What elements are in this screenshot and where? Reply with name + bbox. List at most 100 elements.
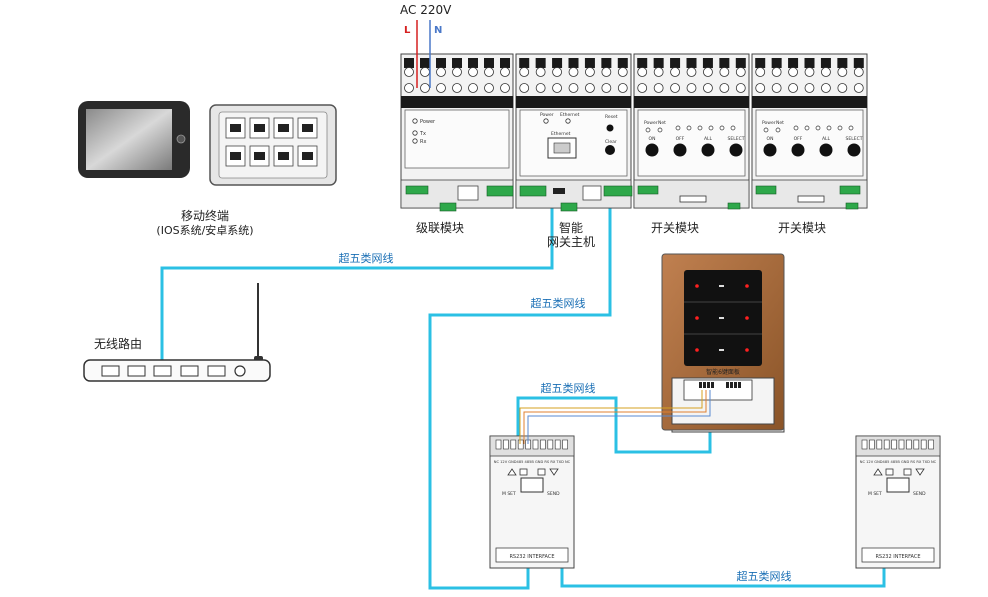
terminal-screw — [735, 83, 746, 93]
terminal-block — [617, 58, 628, 68]
rs232-interface-left — [489, 435, 575, 569]
panel-key-leds — [695, 284, 749, 352]
interface-pin — [920, 439, 927, 450]
terminal-screw — [837, 83, 848, 93]
switch-buttons — [645, 143, 861, 157]
left-iface-send: SEND — [547, 491, 560, 497]
gateway-label-line2: 网关主机 — [547, 235, 595, 249]
terminal-screw — [519, 83, 530, 93]
terminal-block — [468, 58, 478, 68]
down-arrow-icon — [549, 468, 559, 476]
channel-led — [826, 125, 832, 131]
terminal-screw — [637, 83, 648, 93]
status-led — [775, 127, 781, 133]
terminal-screw — [719, 67, 730, 77]
cable-gateway-router — [160, 205, 554, 368]
terminal-screw — [484, 67, 494, 77]
terminal-block — [820, 58, 831, 68]
interface-pin — [562, 439, 568, 450]
key-led — [695, 284, 699, 288]
panel-pin — [734, 382, 737, 388]
terminal-screw — [535, 67, 546, 77]
cable-lines — [160, 205, 886, 590]
terminal-block — [771, 58, 782, 68]
right-iface-mset: M SET — [868, 491, 882, 497]
cable-label-3: 超五类网线 — [541, 381, 596, 395]
switch-module-2-label: 开关模块 — [778, 221, 826, 235]
interface-pin — [532, 439, 539, 450]
key-indicator — [719, 285, 724, 287]
switch-button — [701, 143, 715, 157]
left-iface-pins: NC 12V GND485 485B GND RS RX TXD NC — [494, 460, 571, 464]
switch-led-rows — [645, 125, 854, 133]
tablet-device — [78, 101, 190, 178]
signal-wires — [519, 390, 711, 444]
cascade-led-rx: Rx — [420, 139, 426, 145]
switch-button — [847, 143, 861, 157]
terminal-screw — [837, 67, 848, 77]
cascade-led-tx: Tx — [419, 131, 426, 137]
terminal-screw — [703, 83, 713, 93]
terminal-block — [568, 58, 579, 68]
key-indicator — [719, 317, 724, 319]
cable-interface-interface — [560, 568, 886, 588]
status-led — [657, 127, 663, 133]
channel-led — [675, 125, 681, 131]
switch2-net-label: Net — [776, 120, 784, 126]
gateway-top-ethernet: Ethernet — [560, 112, 580, 118]
terminal-block — [436, 58, 446, 68]
key-led — [745, 348, 749, 352]
scene-icon-glyph — [230, 124, 241, 132]
channel-led — [697, 125, 703, 131]
power-l-label: L — [404, 25, 411, 36]
panel-pin — [711, 382, 714, 388]
scene-icon-glyph — [278, 124, 289, 132]
right-iface-send: SEND — [913, 491, 926, 497]
cable-label-4: 超五类网线 — [737, 569, 792, 583]
terminal-screw — [735, 67, 746, 77]
terminal-screw — [788, 83, 798, 93]
gateway-top-power: Power — [540, 112, 554, 118]
channel-led — [815, 125, 821, 131]
terminal-screw — [617, 67, 628, 77]
power-n-label: N — [434, 25, 442, 36]
terminal-screw — [755, 83, 766, 93]
scene-icon-glyph — [254, 124, 265, 132]
channel-led — [719, 125, 725, 131]
interface-pin — [913, 439, 920, 450]
down-arrow-icon — [915, 468, 925, 476]
mobile-label-line1: 移动终端 — [181, 208, 229, 223]
terminal-screw — [601, 83, 612, 93]
smart-panel-device — [661, 253, 785, 433]
cable-panel-interface — [516, 396, 712, 454]
terminal-screw — [468, 83, 478, 93]
terminal-screw — [788, 67, 798, 77]
terminal-screw — [500, 67, 510, 77]
terminal-screw — [670, 67, 680, 77]
interface-pin — [883, 439, 890, 450]
gateway-top-reset: Reset — [605, 114, 618, 120]
switch1-power-label: Power — [644, 120, 658, 126]
interface-terminals — [495, 439, 934, 476]
router-label: 无线路由 — [94, 336, 142, 351]
terminal-screw — [719, 83, 730, 93]
switch-button-label: ON — [649, 136, 656, 142]
square-icon — [885, 468, 894, 476]
terminal-block — [420, 58, 430, 68]
cascade-module-label: 级联模块 — [416, 221, 464, 235]
terminal-screw — [436, 83, 446, 93]
gateway-port-label: Ethernet — [551, 131, 571, 137]
gateway-label-line1: 智能 — [559, 220, 583, 235]
terminal-block — [637, 58, 648, 68]
switch-button — [763, 143, 777, 157]
terminal-screw — [771, 67, 782, 77]
switch-module-1-label: 开关模块 — [651, 221, 699, 235]
terminal-screw — [686, 67, 697, 77]
scene-icon-glyph — [302, 152, 313, 160]
channel-led — [793, 125, 799, 131]
cable-label-1: 超五类网线 — [339, 251, 394, 265]
terminal-screw — [452, 83, 462, 93]
interface-pin — [547, 439, 554, 450]
panel-pin — [726, 382, 729, 388]
